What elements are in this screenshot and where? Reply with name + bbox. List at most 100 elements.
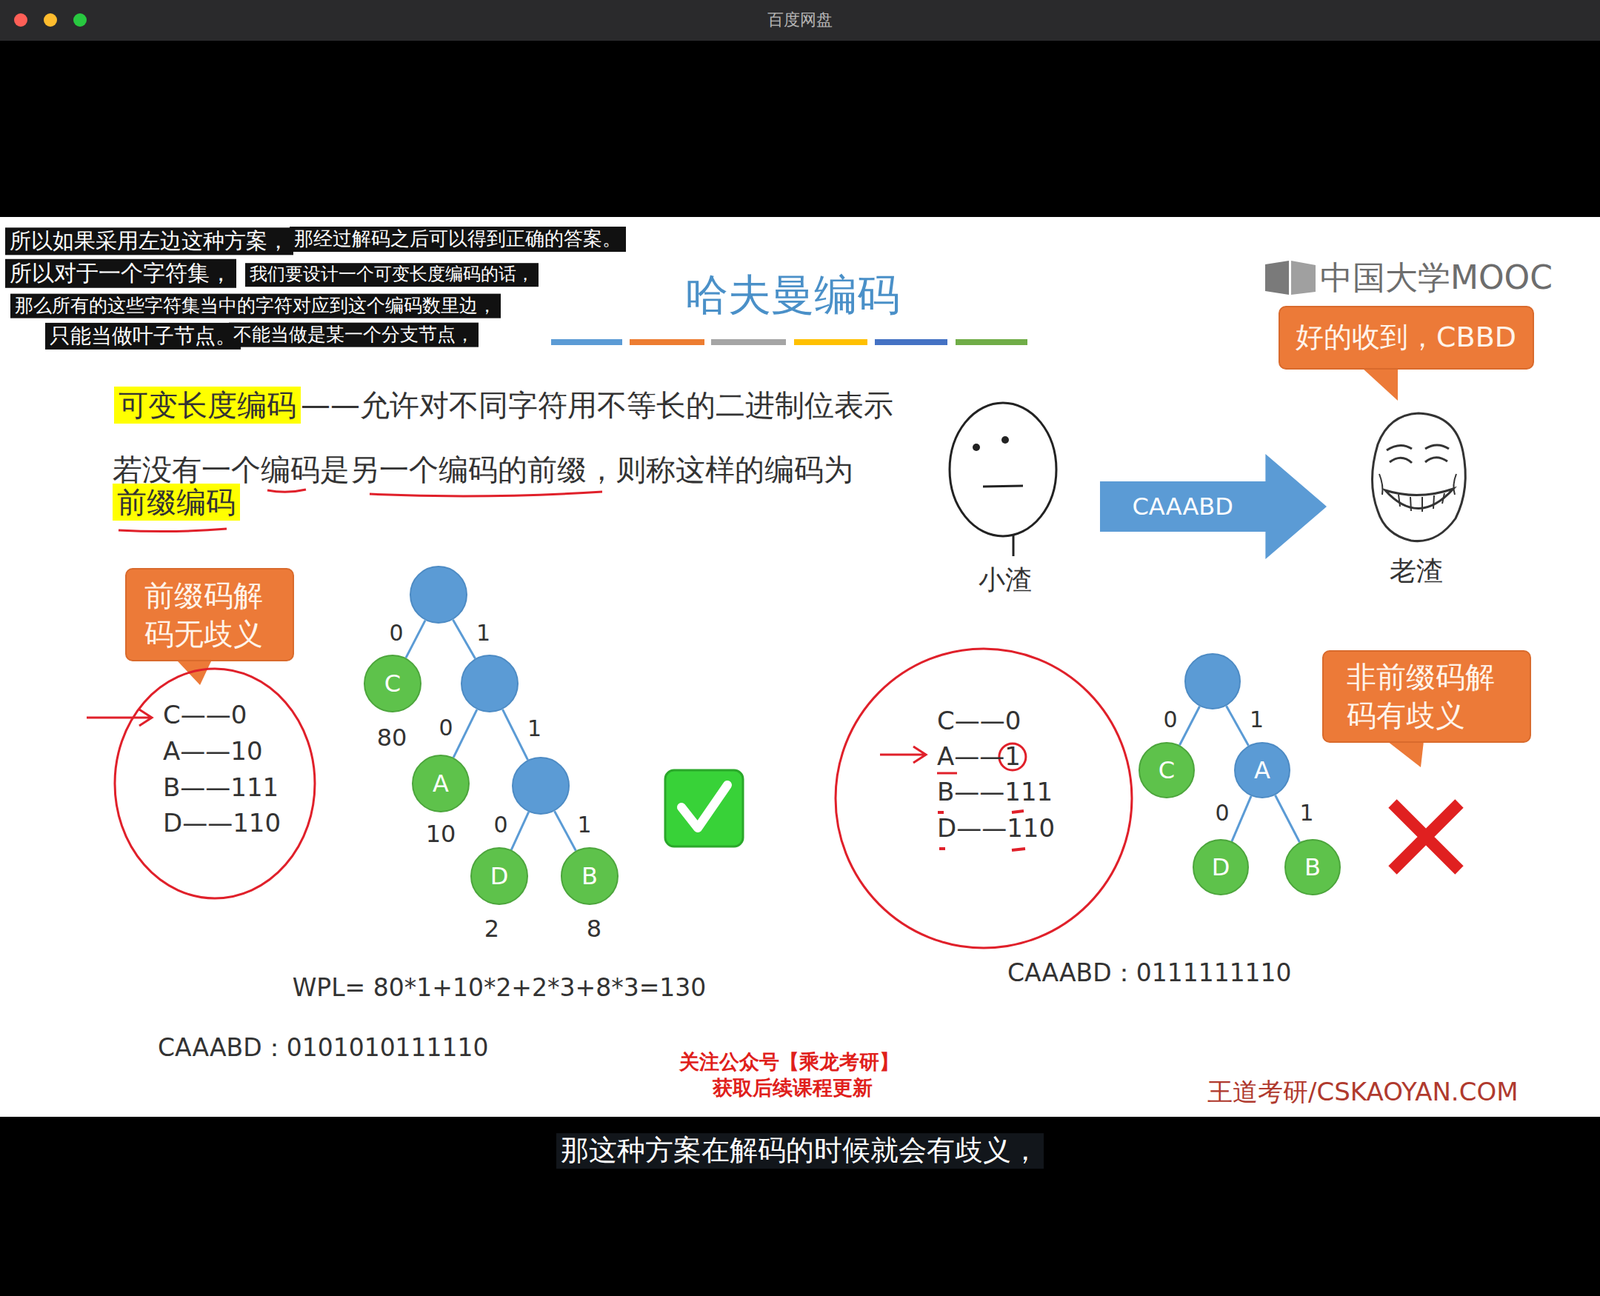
tree-edge bbox=[511, 811, 529, 850]
node-letter: D bbox=[1211, 853, 1231, 882]
callout-text: 好的收到，CBBD bbox=[1295, 319, 1517, 356]
definition-text: ——允许对不同字符用不等长的二进制位表示 bbox=[300, 388, 894, 423]
title-bar bbox=[0, 0, 1600, 41]
edge-label: 1 bbox=[524, 717, 545, 740]
message-text: CAAABD bbox=[1132, 492, 1234, 521]
red-arrow bbox=[86, 709, 152, 726]
logo-icon bbox=[1291, 260, 1316, 295]
color-bar bbox=[551, 339, 623, 346]
term: 可变长度编码 bbox=[114, 386, 301, 424]
tree-node-leaf: A bbox=[411, 754, 470, 813]
red-underline bbox=[118, 528, 227, 532]
arrow-fill bbox=[1100, 454, 1327, 560]
weight-value: 8 bbox=[586, 915, 602, 943]
code-entry: A——1 bbox=[937, 742, 1021, 772]
edge-label: 0 bbox=[1211, 802, 1232, 825]
zoom-button bbox=[73, 13, 87, 27]
node-letter: C bbox=[1158, 756, 1175, 785]
tree-node-leaf: D bbox=[470, 847, 529, 906]
node-letter: C bbox=[384, 669, 401, 698]
callout-text: 非前缀码解码有歧义 bbox=[1346, 657, 1507, 735]
callout-tail bbox=[1362, 368, 1398, 401]
code-entry: A——10 bbox=[162, 737, 263, 766]
red-underline bbox=[267, 489, 306, 492]
tree-edge bbox=[405, 620, 426, 659]
face-neck bbox=[1012, 534, 1015, 557]
encoded-string: CAAABD：0111111110 bbox=[1007, 959, 1292, 988]
close-button bbox=[14, 13, 28, 27]
color-bar bbox=[711, 339, 786, 346]
tree-edge bbox=[554, 811, 577, 851]
callout-box: 前缀码解码无歧义 bbox=[125, 568, 295, 662]
color-bar bbox=[629, 339, 705, 346]
face-outline bbox=[1372, 413, 1466, 542]
promo-note: 关注公众号【乘龙考研】 bbox=[679, 1050, 900, 1074]
red-underline bbox=[369, 491, 603, 497]
tree-node-leaf: B bbox=[560, 847, 619, 906]
poker-face bbox=[949, 402, 1057, 557]
code-entry: B——111 bbox=[162, 773, 279, 803]
troll-face bbox=[1372, 413, 1466, 542]
tree-node-internal bbox=[1184, 653, 1241, 710]
face-eye bbox=[972, 443, 980, 452]
face-cheek bbox=[1379, 474, 1457, 495]
node-letter: D bbox=[490, 862, 509, 891]
face-eye bbox=[1386, 445, 1449, 463]
tree-edge bbox=[453, 709, 478, 758]
node-letter: A bbox=[432, 769, 449, 798]
check-mark bbox=[681, 785, 728, 829]
weight-value: 10 bbox=[425, 820, 457, 849]
face-outline bbox=[949, 402, 1057, 537]
cross-mark bbox=[1392, 803, 1460, 871]
face-teeth bbox=[1398, 493, 1445, 512]
logo-text: 中国大学MOOC bbox=[1320, 259, 1553, 298]
logo-icon bbox=[1265, 260, 1289, 295]
character-name: 小渣 bbox=[978, 564, 1032, 595]
red-arrow bbox=[880, 746, 926, 763]
definition-text: 若没有一个编码是另一个编码的前缀，则称这样的编码为 bbox=[112, 452, 854, 487]
encoded-string: CAAABD：0101010111110 bbox=[157, 1034, 489, 1063]
edge-label: 1 bbox=[473, 622, 494, 645]
weight-value: 2 bbox=[484, 915, 500, 943]
callout-box: 好的收到，CBBD bbox=[1278, 305, 1535, 370]
callout-box: 非前缀码解码有歧义 bbox=[1322, 650, 1532, 743]
edge-label: 1 bbox=[1296, 802, 1317, 825]
subtitle: 那经过解码之后可以得到正确的答案。 bbox=[289, 226, 626, 252]
node-letter: B bbox=[1304, 853, 1321, 882]
callout-text: 前缀码解码无歧义 bbox=[144, 576, 275, 654]
red-circle bbox=[114, 668, 315, 899]
promo-note: 获取后续课程更新 bbox=[712, 1076, 873, 1100]
slide-title: 哈夫曼编码 bbox=[685, 270, 900, 320]
code-entry: C——0 bbox=[162, 700, 247, 730]
subtitle: 那么所有的这些字符集当中的字符对应到这个编码数里边， bbox=[10, 294, 501, 319]
face-mouth bbox=[982, 485, 1023, 487]
tree-edge bbox=[1226, 705, 1249, 746]
node-letter: B bbox=[581, 862, 598, 891]
edge-label: 0 bbox=[385, 622, 406, 645]
tree-edge bbox=[1179, 706, 1200, 746]
color-bar bbox=[955, 339, 1028, 346]
edge-label: 0 bbox=[1160, 708, 1180, 732]
callout-tail bbox=[1387, 741, 1424, 768]
subtitle: 只能当做叶子节点。 bbox=[45, 322, 241, 350]
color-bar bbox=[874, 339, 948, 346]
tree-node-internal bbox=[511, 757, 570, 815]
tree-edge bbox=[452, 620, 475, 659]
code-entry: D——110 bbox=[937, 814, 1055, 843]
code-entry: D——110 bbox=[162, 808, 281, 838]
arrow-shape: CAAABD bbox=[1100, 454, 1327, 560]
callout-tail bbox=[177, 661, 212, 686]
subtitle: 我们要设计一个可变长度编码的话， bbox=[245, 262, 539, 287]
tree-node-leaf: D bbox=[1192, 839, 1249, 896]
term: 前缀编码 bbox=[112, 483, 240, 521]
tree-node-internal: A bbox=[1234, 742, 1291, 799]
node-letter: A bbox=[1254, 756, 1271, 785]
tree-node-internal bbox=[409, 565, 468, 624]
subtitle: 不能当做是某一个分支节点， bbox=[228, 322, 479, 348]
character-name: 老渣 bbox=[1389, 555, 1443, 586]
edge-label: 1 bbox=[574, 814, 595, 837]
red-underline bbox=[937, 772, 958, 775]
subtitle: 所以如果采用左边这种方案， bbox=[5, 227, 294, 255]
subtitle: 所以对于一个字符集， bbox=[5, 259, 237, 289]
color-bar bbox=[794, 339, 868, 346]
